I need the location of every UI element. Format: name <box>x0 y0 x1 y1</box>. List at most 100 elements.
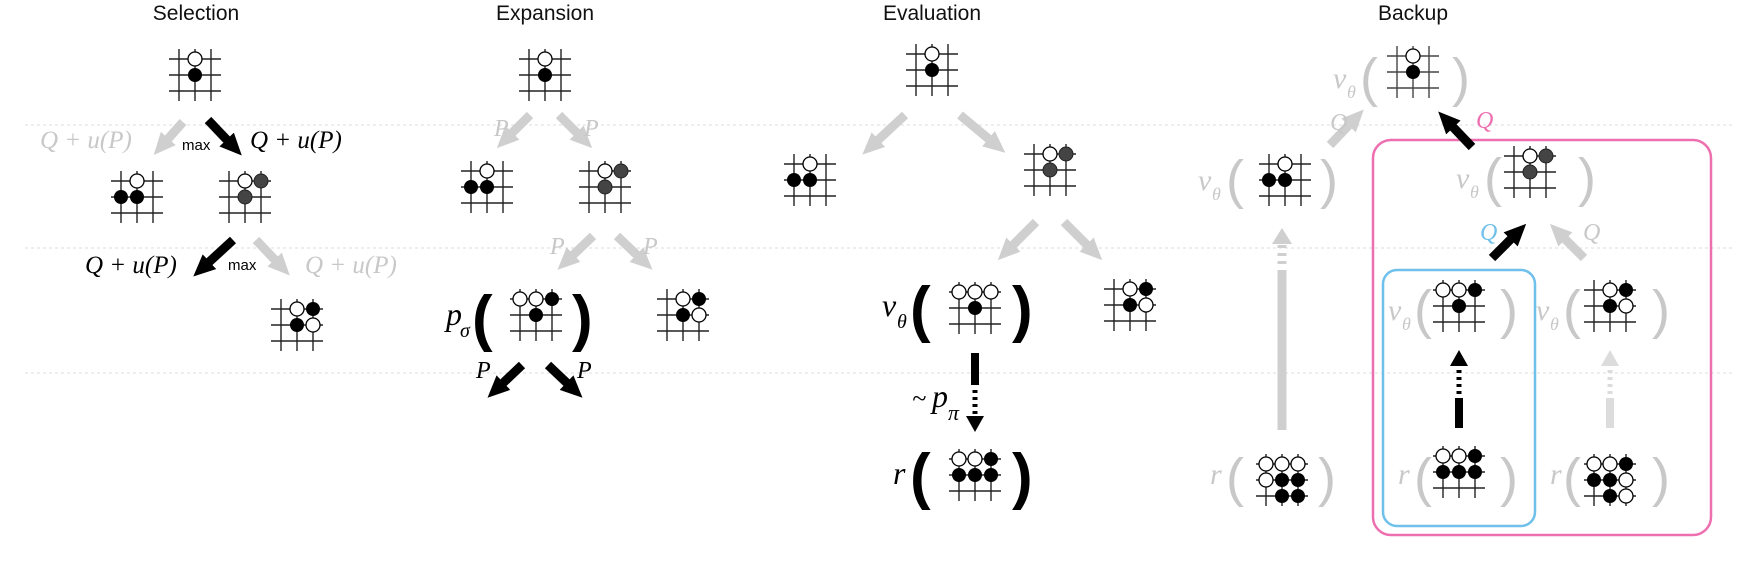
value-network-subscript: θ <box>897 311 907 333</box>
close-paren: ) <box>1500 280 1518 340</box>
black-stone <box>480 180 494 194</box>
black-stone <box>1603 299 1617 313</box>
go-board <box>1256 454 1308 506</box>
white-stone <box>1138 297 1154 313</box>
white-stone <box>289 301 305 317</box>
black-stone <box>692 292 706 306</box>
close-paren: ) <box>1578 148 1596 208</box>
close-paren: ) <box>1452 48 1470 108</box>
go-board <box>111 171 163 223</box>
black-stone <box>253 173 269 189</box>
black-stone <box>1619 283 1633 297</box>
arrow-selected <box>204 116 242 156</box>
white-stone <box>187 51 203 67</box>
white-stone <box>951 284 967 300</box>
go-board <box>784 154 836 206</box>
backup-arrowhead-faded <box>1601 350 1619 366</box>
open-paren: ( <box>1484 148 1502 208</box>
black-stone <box>1275 473 1289 487</box>
go-board <box>657 289 709 341</box>
rollout-tilde: ~ <box>912 384 926 413</box>
close-paren: ) <box>1320 150 1338 210</box>
close-paren: ) <box>1652 448 1670 508</box>
max-label: max <box>228 257 257 274</box>
white-stone <box>983 284 999 300</box>
open-paren: ( <box>1563 448 1581 508</box>
arrow-faded <box>613 232 653 270</box>
white-stone <box>1290 456 1306 472</box>
white-stone <box>597 163 613 179</box>
expansion-panel: P P P P P P p σ ( ) <box>444 49 709 398</box>
white-stone <box>1435 282 1451 298</box>
black-stone <box>1468 449 1482 463</box>
white-stone <box>528 291 544 307</box>
white-stone <box>1618 488 1634 504</box>
black-stone <box>952 468 966 482</box>
reward-label-faded: r <box>1398 458 1410 491</box>
selection-panel: Q + u(P) max Q + u(P) Q + u(P) max Q + u… <box>40 49 397 351</box>
rollout-arrowhead <box>966 416 984 432</box>
black-stone <box>1452 299 1466 313</box>
backup-subtree-box <box>1371 138 1713 537</box>
value-subscript-faded: θ <box>1212 184 1221 204</box>
rollout-policy-label: p <box>930 378 948 414</box>
max-label: max <box>182 137 211 154</box>
black-stone <box>1291 473 1305 487</box>
prior-label-faded: P <box>493 116 509 142</box>
open-paren: ( <box>910 442 931 511</box>
backup-arrow-q-faded <box>1326 109 1364 149</box>
open-paren: ( <box>1226 150 1244 210</box>
go-board <box>1024 144 1076 196</box>
black-stone <box>968 468 982 482</box>
black-stone <box>1538 148 1554 164</box>
score-label-faded: Q + u(P) <box>305 252 397 279</box>
black-stone <box>130 190 144 204</box>
backup-leaf-box <box>1381 268 1537 528</box>
white-stone <box>537 51 553 67</box>
black-stone <box>464 180 478 194</box>
policy-network-label: p <box>444 296 462 332</box>
white-stone <box>237 173 253 189</box>
backup-arrow-q-faded <box>1549 223 1588 262</box>
black-stone <box>529 308 543 322</box>
black-stone <box>1603 489 1617 503</box>
go-board <box>1387 46 1439 98</box>
close-paren: ) <box>1012 275 1033 344</box>
open-paren: ( <box>1414 280 1432 340</box>
arrow-selected <box>193 236 237 277</box>
white-stone <box>951 451 967 467</box>
black-stone <box>1468 465 1482 479</box>
black-stone <box>787 173 801 187</box>
arrow-faded <box>957 111 1006 153</box>
black-stone <box>984 452 998 466</box>
arrow-faded <box>153 119 187 155</box>
black-stone <box>1603 473 1617 487</box>
prior-label-faded: P <box>642 234 658 260</box>
white-stone <box>967 284 983 300</box>
black-stone <box>1139 282 1153 296</box>
black-stone <box>925 63 939 77</box>
prior-label: P <box>576 358 592 384</box>
black-stone <box>1058 146 1074 162</box>
go-board <box>461 161 513 213</box>
value-label-faded: v <box>1536 294 1550 327</box>
black-stone <box>1278 173 1292 187</box>
white-stone <box>1122 281 1138 297</box>
black-stone <box>1522 164 1538 180</box>
white-stone <box>1042 146 1058 162</box>
black-stone <box>1468 283 1482 297</box>
panel-title-evaluation: Evaluation <box>883 2 981 25</box>
close-paren: ) <box>1652 280 1670 340</box>
black-stone <box>1291 489 1305 503</box>
value-subscript-faded: θ <box>1550 314 1559 334</box>
evaluation-panel: ~ p π v θ ( ) r ( ) <box>784 44 1156 511</box>
black-stone <box>1262 173 1276 187</box>
value-subscript-faded: θ <box>1470 182 1479 202</box>
black-stone <box>188 68 202 82</box>
open-paren: ( <box>910 275 931 344</box>
white-stone <box>1602 456 1618 472</box>
open-paren: ( <box>1226 448 1244 508</box>
prior-label-faded: P <box>549 234 565 260</box>
open-paren: ( <box>1360 48 1378 108</box>
white-stone <box>1522 148 1538 164</box>
